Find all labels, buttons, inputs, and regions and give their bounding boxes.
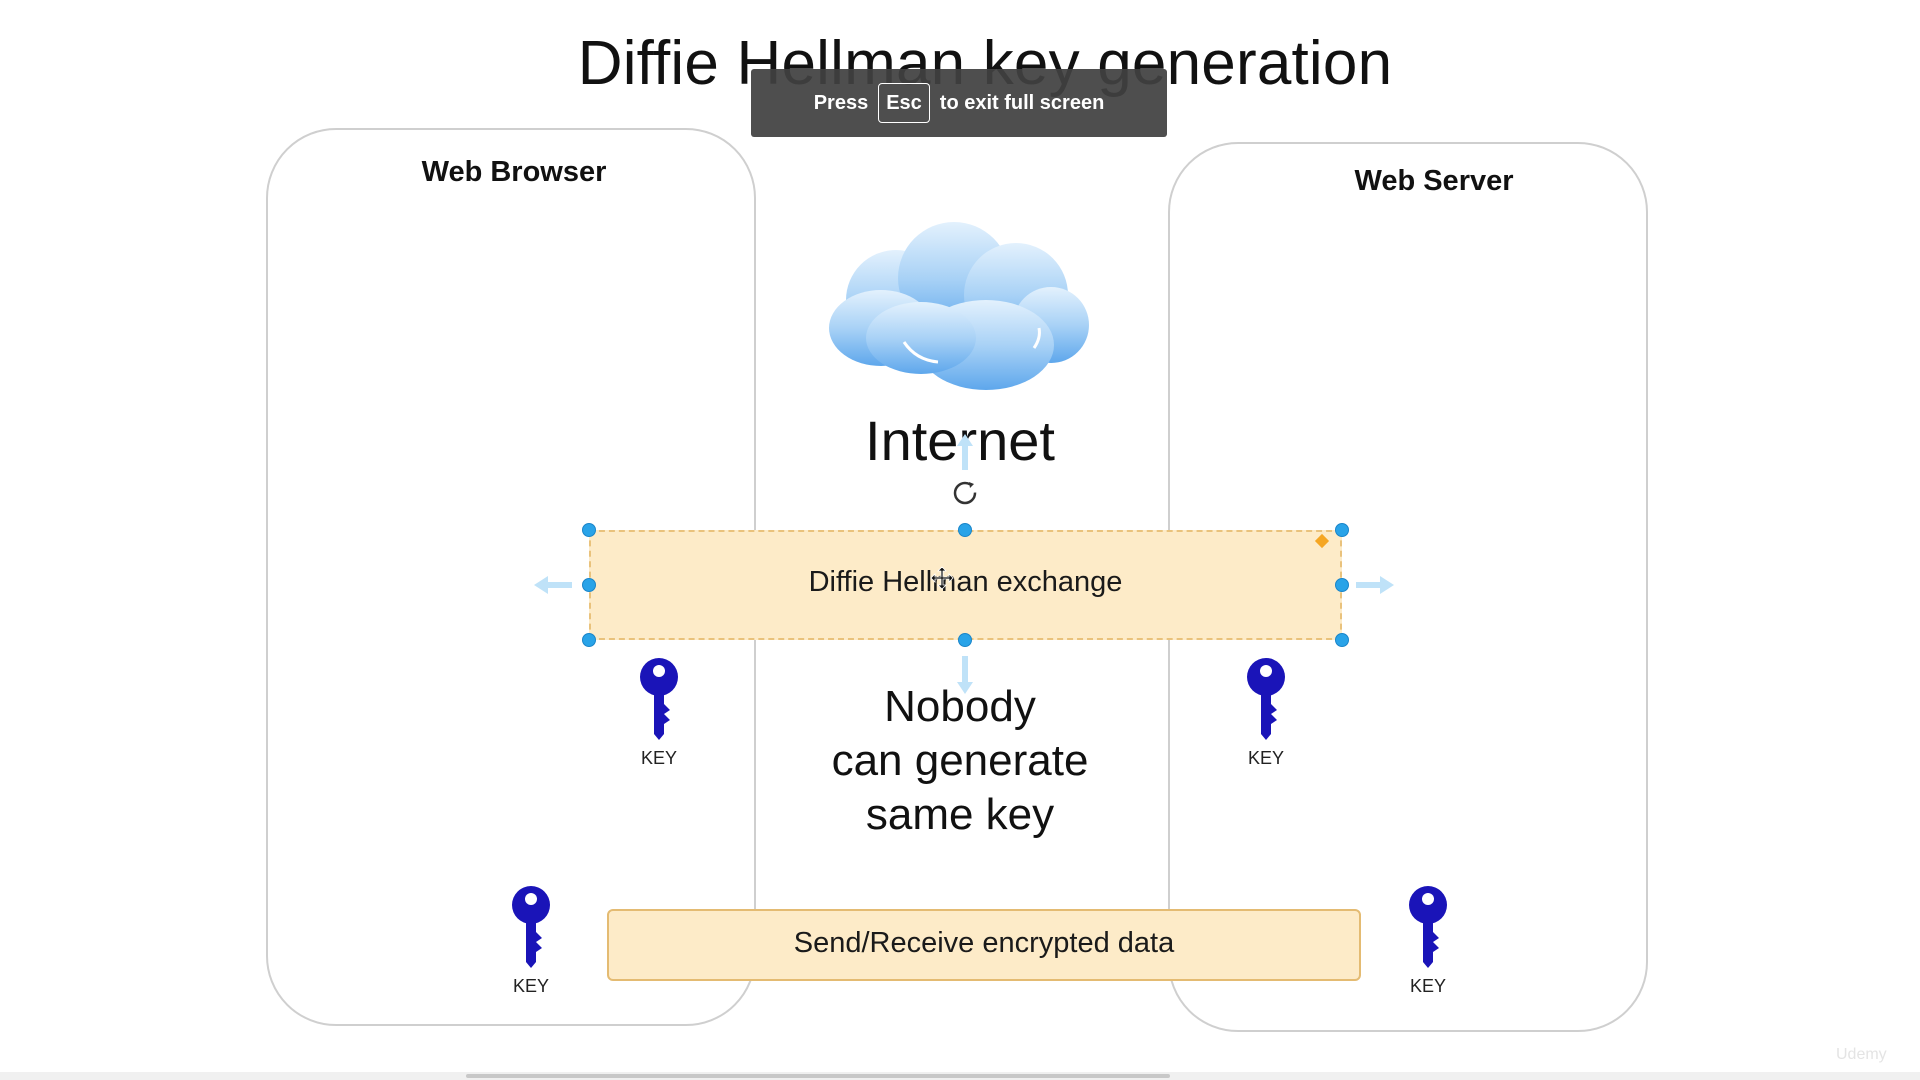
connect-arrow-left-icon[interactable] bbox=[532, 574, 574, 596]
connect-arrow-up-icon[interactable] bbox=[955, 432, 975, 472]
resize-handle-bottom-right[interactable] bbox=[1335, 633, 1349, 647]
resize-handle-top-right[interactable] bbox=[1335, 523, 1349, 537]
key-label: KEY bbox=[640, 748, 678, 768]
toast-press-text: Press bbox=[813, 91, 869, 114]
nobody-line-3: same key bbox=[865, 790, 1055, 839]
web-browser-title: Web Browser bbox=[421, 156, 607, 188]
nobody-can-generate-text: Nobody can generate same key bbox=[760, 680, 1160, 842]
connect-arrow-right-icon[interactable] bbox=[1354, 574, 1396, 596]
web-server-title: Web Server bbox=[1354, 165, 1514, 197]
cloud-icon bbox=[829, 222, 1089, 390]
key-icon bbox=[1247, 658, 1285, 740]
video-progress-thumb[interactable] bbox=[466, 1074, 1170, 1078]
key-label: KEY bbox=[512, 976, 550, 996]
key-icon bbox=[512, 886, 550, 968]
key-label: KEY bbox=[1247, 748, 1285, 768]
internet-label: Internet bbox=[865, 409, 1055, 472]
resize-handle-bottom-left[interactable] bbox=[582, 633, 596, 647]
esc-key-badge[interactable]: Esc bbox=[878, 83, 930, 123]
fullscreen-exit-toast: Press Esc to exit full screen bbox=[751, 69, 1167, 137]
connect-arrow-down-icon[interactable] bbox=[955, 654, 975, 696]
toast-message-text: to exit full screen bbox=[939, 91, 1105, 114]
move-cursor-icon bbox=[930, 566, 954, 590]
key-icon bbox=[640, 658, 678, 740]
resize-handle-bottom[interactable] bbox=[958, 633, 972, 647]
nobody-line-1: Nobody bbox=[884, 682, 1036, 731]
key-label: KEY bbox=[1409, 976, 1447, 996]
resize-handle-top[interactable] bbox=[958, 523, 972, 537]
send-receive-label: Send/Receive encrypted data bbox=[793, 927, 1175, 959]
video-progress-bar[interactable] bbox=[0, 1072, 1920, 1080]
resize-handle-left[interactable] bbox=[582, 578, 596, 592]
rotate-handle-icon[interactable] bbox=[950, 478, 980, 508]
diffie-hellman-exchange-label: Diffie Hellman exchange bbox=[808, 566, 1123, 598]
diffie-hellman-exchange-box[interactable] bbox=[589, 530, 1342, 640]
nobody-line-2: can generate bbox=[831, 736, 1089, 785]
send-receive-box[interactable] bbox=[607, 909, 1361, 981]
udemy-watermark: Udemy bbox=[1836, 1046, 1887, 1063]
key-icon bbox=[1409, 886, 1447, 968]
resize-handle-right[interactable] bbox=[1335, 578, 1349, 592]
resize-handle-top-left[interactable] bbox=[582, 523, 596, 537]
